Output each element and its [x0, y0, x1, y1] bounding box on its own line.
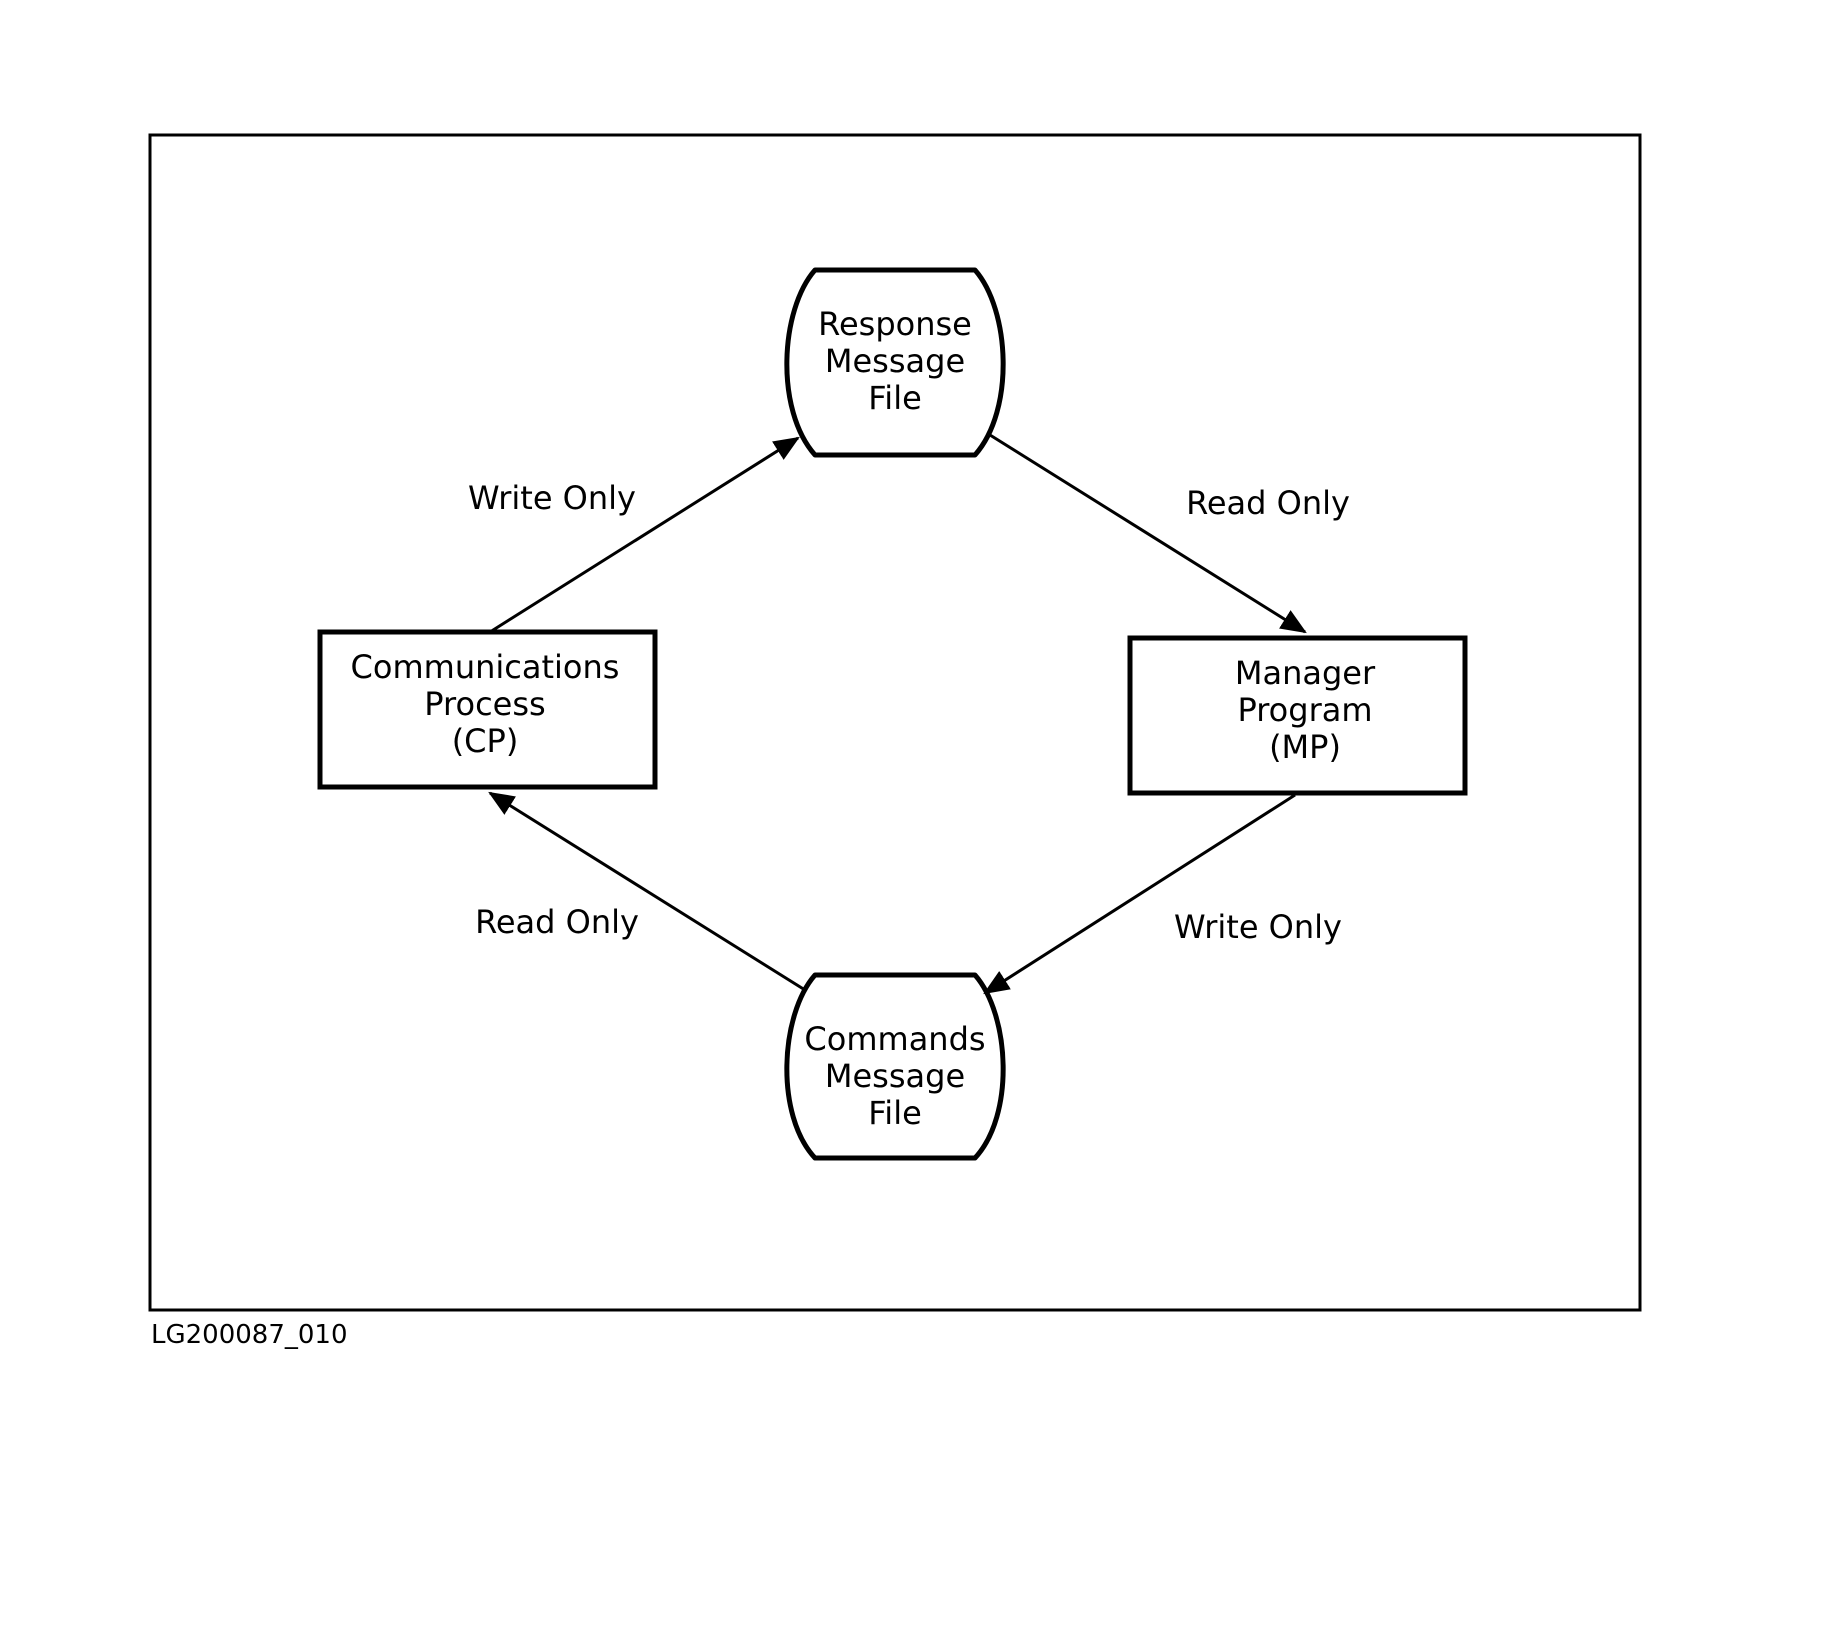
- commands-file-shape: [784, 972, 1006, 1161]
- node-commands-message-file: Commands Message File: [784, 972, 1006, 1161]
- commands-file-line-1: Commands: [804, 1020, 985, 1058]
- response-file-line-1: Response: [818, 305, 972, 343]
- manager-program-line-3: (MP): [1269, 728, 1341, 766]
- node-response-message-file: Response Message File: [784, 267, 1006, 458]
- commands-file-line-3: File: [868, 1094, 922, 1132]
- communications-process-line-2: Process: [424, 685, 545, 723]
- response-file-line-3: File: [868, 379, 922, 417]
- communications-process-line-1: Communications: [351, 648, 620, 686]
- response-file-shape: [784, 267, 1006, 458]
- edge-label-response-to-mp: Read Only: [1186, 484, 1350, 522]
- edge-response-file-to-mp: [989, 433, 1307, 634]
- edge-cp-to-response-file: [489, 436, 800, 634]
- edge-mp-to-commands-file: [983, 793, 1296, 995]
- edge-label-mp-to-commands: Write Only: [1174, 908, 1342, 946]
- response-file-line-2: Message: [825, 342, 965, 380]
- figure-id: LG200087_010: [151, 1320, 348, 1350]
- edge-label-cp-to-response: Write Only: [468, 479, 636, 517]
- commands-file-line-2: Message: [825, 1057, 965, 1095]
- edge-commands-file-to-cp: [488, 791, 806, 992]
- diagram-frame: [148, 133, 1642, 1312]
- edge-label-commands-to-cp: Read Only: [475, 903, 639, 941]
- communications-process-line-3: (CP): [452, 722, 519, 760]
- manager-program-box: [1127, 635, 1468, 796]
- communications-process-box: [317, 629, 658, 790]
- node-manager-program: Manager Program (MP): [1127, 635, 1468, 796]
- node-communications-process: Communications Process (CP): [317, 629, 658, 790]
- manager-program-line-1: Manager: [1235, 654, 1376, 692]
- manager-program-line-2: Program: [1237, 691, 1372, 729]
